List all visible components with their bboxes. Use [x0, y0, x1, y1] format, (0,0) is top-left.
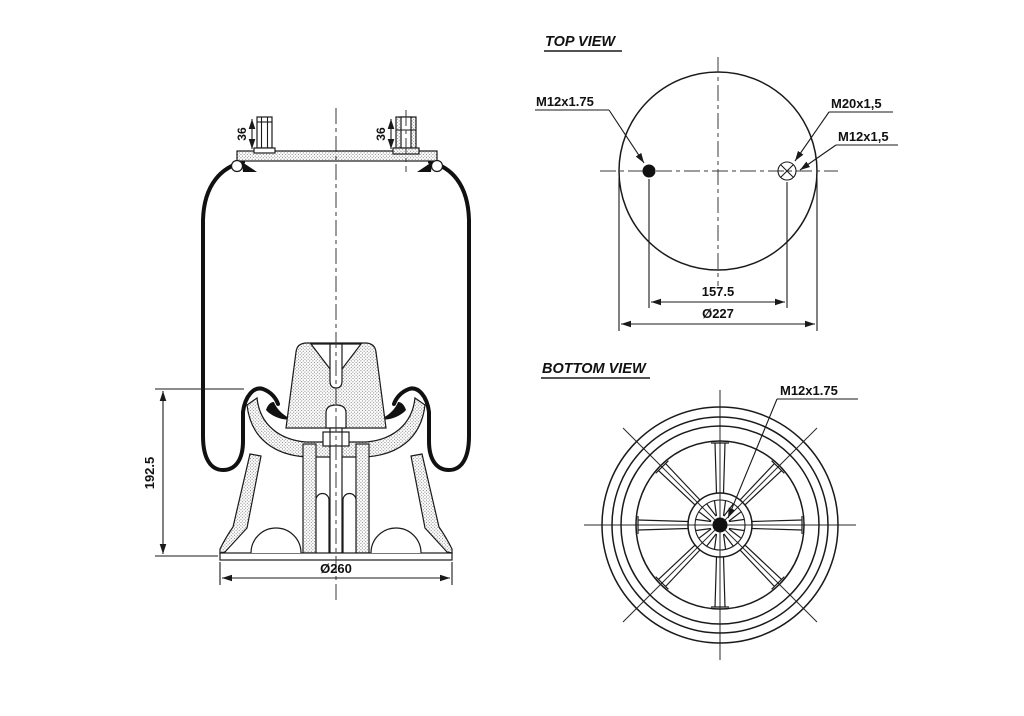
piston-dish	[246, 396, 426, 458]
top-view-label-stud: M12x1.75	[535, 94, 645, 164]
dim-36-left: 36	[235, 119, 256, 149]
top-plate	[236, 150, 438, 162]
bottom-view-label-stud: M12x1.75	[727, 383, 858, 519]
dim-192-5: 192.5	[142, 388, 244, 557]
base-arch-right	[370, 527, 422, 554]
top-view-title: TOP VIEW	[545, 34, 616, 50]
bellows-outline-left	[201, 160, 280, 472]
bottom-view-hub-outer	[687, 492, 753, 558]
dim-192-5-label: 192.5	[142, 457, 157, 490]
bottom-view-spokes	[637, 442, 803, 608]
bottom-view-label-stud-text: M12x1.75	[780, 383, 838, 398]
stud-right-air-fitting	[392, 110, 420, 172]
dim-260: Ø260	[219, 561, 453, 585]
top-view-stud-hole	[642, 164, 656, 178]
dim-157-5: 157.5	[648, 179, 788, 308]
base-arch-left	[250, 527, 302, 554]
plate-curl-left	[230, 159, 244, 173]
top-view-label-stud-text: M12x1.75	[536, 94, 594, 109]
bellows-pinch-right	[380, 402, 406, 420]
plate-curl-right	[430, 159, 444, 173]
bottom-view-circle-spoke-ring	[635, 440, 805, 610]
dim-260-label: Ø260	[320, 561, 352, 576]
bellows-pinch-left	[266, 402, 292, 420]
plate-clamp-left	[242, 162, 257, 172]
piston-skirt-left	[219, 453, 262, 554]
stud-left	[253, 116, 276, 154]
bottom-view-center-stud	[712, 517, 728, 533]
piston-slot-right	[342, 492, 357, 553]
top-view-air-fitting	[777, 161, 797, 181]
bottom-view-circle-2	[611, 416, 829, 634]
bottom-view-title: BOTTOM VIEW	[542, 361, 647, 377]
bottom-view: BOTTOM VIEW M12x1.75	[541, 361, 858, 660]
piston-rib-left	[302, 443, 317, 554]
piston-skirt-right	[410, 453, 453, 554]
dim-36-left-label: 36	[235, 127, 249, 141]
top-view-label-air-fitting-text: M20x1,5	[831, 96, 882, 111]
bellows-outline-right	[392, 160, 471, 472]
bottom-view-circle-3	[620, 425, 820, 625]
bottom-view-hub-inner	[694, 499, 746, 551]
plate-clamp-right	[417, 162, 432, 172]
dim-227-label: Ø227	[702, 306, 734, 321]
bottom-view-circle-outer	[601, 406, 839, 644]
top-view: TOP VIEW M12x1.75 M20x1,5 M12x1,5	[535, 34, 898, 331]
dim-157-5-label: 157.5	[702, 284, 735, 299]
piston-rib-right	[355, 443, 370, 554]
piston-slot-left	[315, 492, 330, 553]
top-view-label-center-fitting: M12x1,5	[799, 129, 898, 171]
dim-36-right: 36	[374, 119, 395, 149]
dim-227: Ø227	[618, 178, 818, 331]
side-view: 36 36 192.5 Ø260	[142, 108, 471, 600]
dim-36-right-label: 36	[374, 127, 388, 141]
top-view-label-air-fitting: M20x1,5	[794, 96, 893, 162]
stud-left-flange	[253, 147, 276, 154]
top-view-label-center-fitting-text: M12x1,5	[838, 129, 889, 144]
